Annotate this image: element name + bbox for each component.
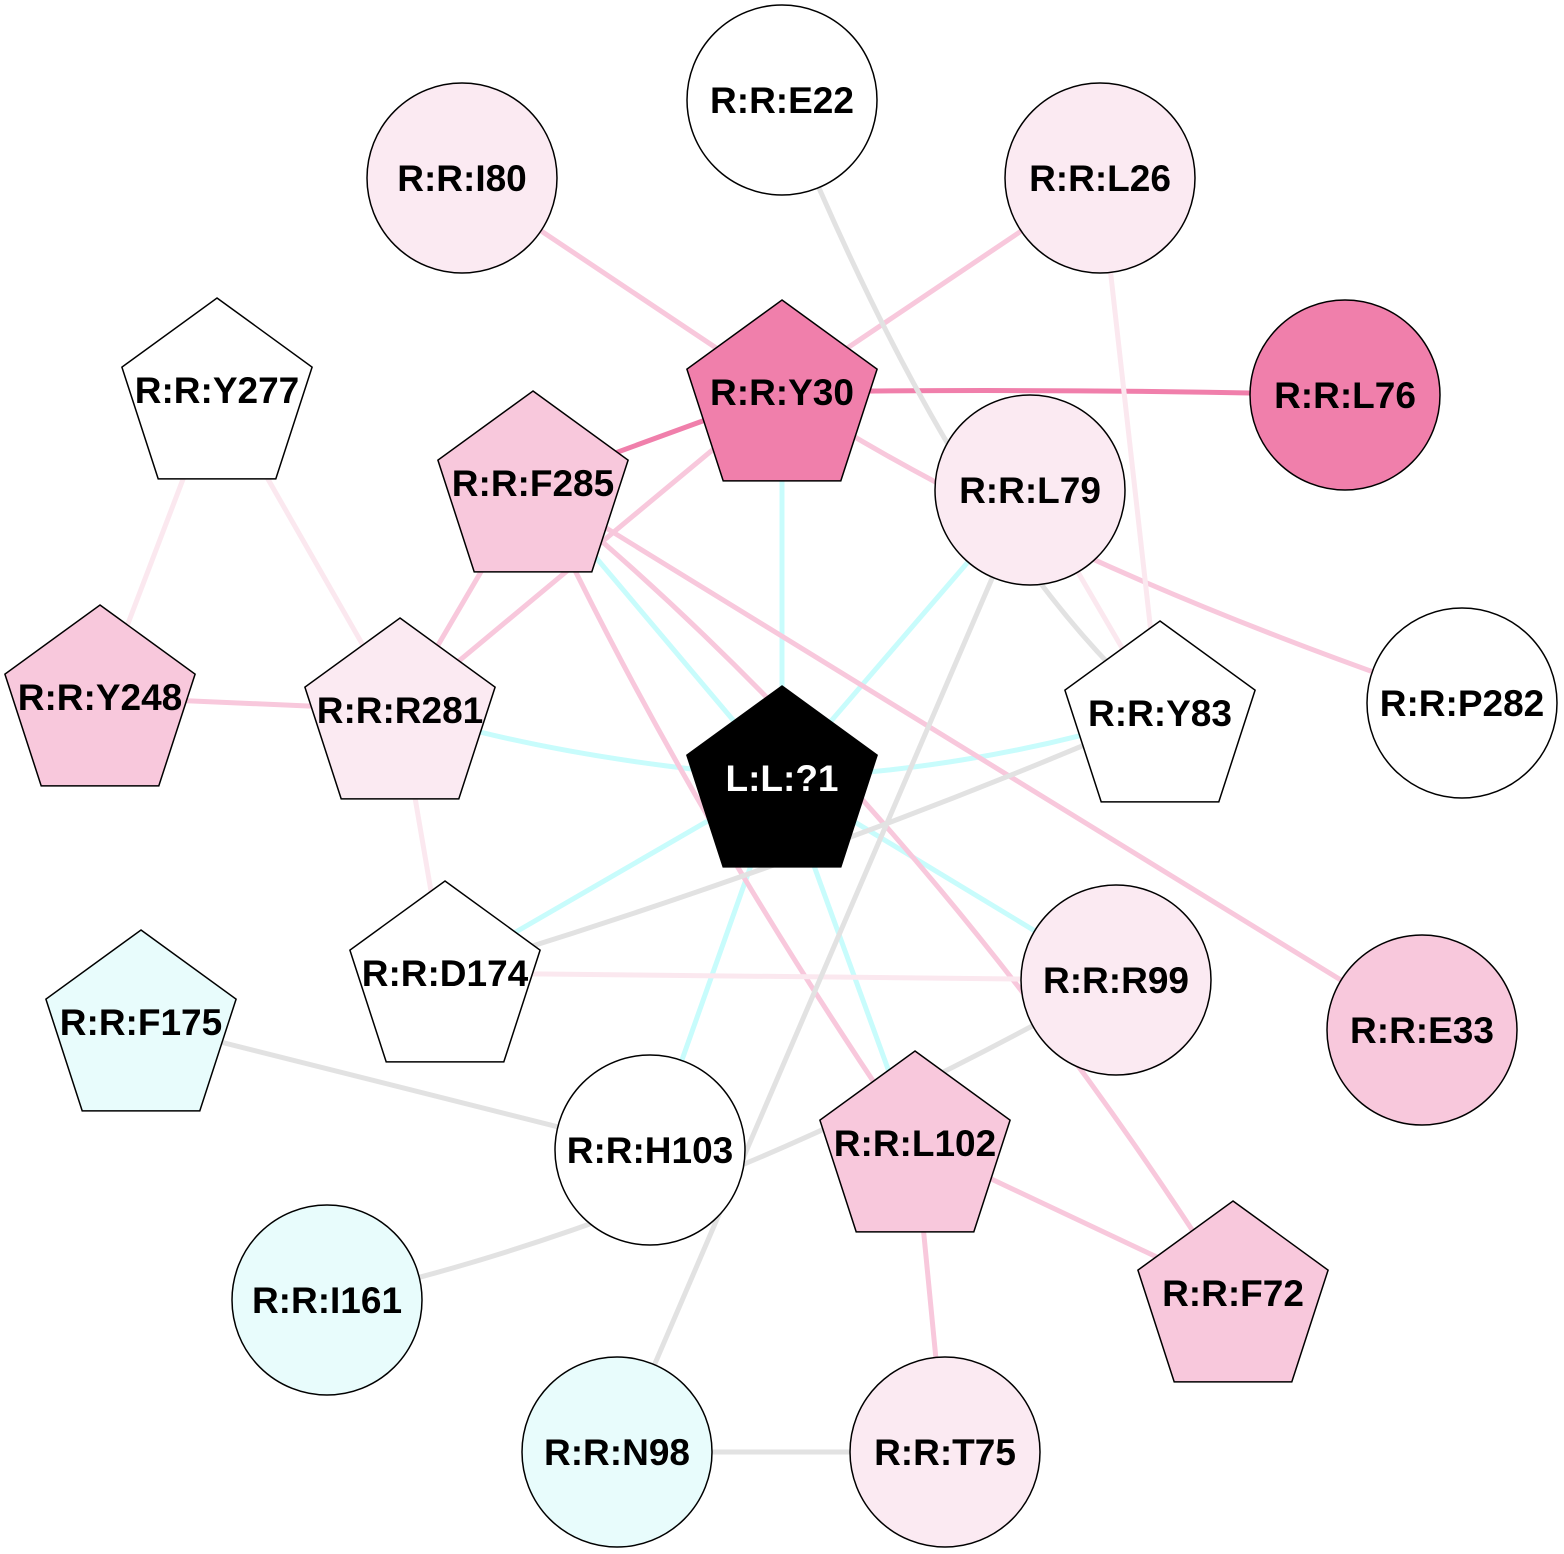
- node-rry30: R:R:Y30: [686, 299, 878, 482]
- node-circle-rrl76: [1249, 299, 1441, 491]
- node-label-rri161: R:R:I161: [252, 1280, 402, 1321]
- node-rrf285: R:R:F285: [437, 390, 629, 573]
- edge-RRL79-RRN98: [614, 487, 1033, 1455]
- node-label-rrp282: R:R:P282: [1380, 683, 1545, 724]
- node-rrh103: R:R:H103: [554, 1054, 746, 1246]
- node-label-rrl79: R:R:L79: [959, 470, 1101, 511]
- node-label-rre33: R:R:E33: [1350, 1010, 1494, 1051]
- node-pentagon-rry277: [121, 297, 313, 480]
- node-pentagon-rrr281: [304, 617, 496, 800]
- node-rre33: R:R:E33: [1326, 934, 1518, 1126]
- edge-RRD174-RRR99: [442, 970, 1119, 983]
- node-circle-rrl26: [1004, 82, 1196, 274]
- node-rry277: R:R:Y277: [121, 297, 313, 480]
- node-label-rrl102: R:R:L102: [834, 1123, 996, 1164]
- node-circle-rrp282: [1366, 607, 1558, 799]
- node-circle-rrh103: [554, 1054, 746, 1246]
- node-pentagon-rrf72: [1137, 1200, 1329, 1383]
- node-label-rrf72: R:R:F72: [1162, 1273, 1304, 1314]
- node-rrr281: R:R:R281: [304, 617, 496, 800]
- node-rrl102: R:R:L102: [819, 1050, 1011, 1233]
- node-pentagon-rrf175: [45, 929, 237, 1112]
- edge-RRF285-RRL102: [530, 480, 918, 1146]
- node-circle-rrl79: [934, 394, 1126, 586]
- node-rrt75: R:R:T75: [849, 1356, 1041, 1548]
- node-pentagon-rrd174: [349, 880, 541, 1063]
- node-label-rry83: R:R:Y83: [1088, 693, 1232, 734]
- node-rrf72: R:R:F72: [1137, 1200, 1329, 1383]
- node-pentagon-rrf285: [437, 390, 629, 573]
- node-rri161: R:R:I161: [231, 1204, 423, 1396]
- node-circle-rrn98: [521, 1356, 713, 1548]
- node-circle-rrr99: [1020, 884, 1212, 1076]
- node-pentagon-rrl102: [819, 1050, 1011, 1233]
- edge-RRF285-RRF72: [530, 480, 1236, 1296]
- node-rrl76: R:R:L76: [1249, 299, 1441, 491]
- node-rrp282: R:R:P282: [1366, 607, 1558, 799]
- node-circle-rre22: [686, 4, 878, 196]
- node-label-rrl76: R:R:L76: [1274, 375, 1416, 416]
- node-rry248: R:R:Y248: [4, 604, 196, 787]
- node-label-rrd174: R:R:D174: [362, 953, 529, 994]
- node-circle-rri80: [366, 82, 558, 274]
- node-rre22: R:R:E22: [686, 4, 878, 196]
- node-rrn98: R:R:N98: [521, 1356, 713, 1548]
- node-label-rrt75: R:R:T75: [874, 1432, 1016, 1473]
- node-label-rrr281: R:R:R281: [317, 690, 484, 731]
- node-label-rrn98: R:R:N98: [544, 1432, 690, 1473]
- node-ll1: L:L:?1: [686, 685, 878, 868]
- node-circle-rrt75: [849, 1356, 1041, 1548]
- node-rrd174: R:R:D174: [349, 880, 541, 1063]
- node-label-rrr99: R:R:R99: [1043, 960, 1189, 1001]
- node-label-ll1: L:L:?1: [725, 758, 838, 799]
- node-label-rre22: R:R:E22: [710, 80, 854, 121]
- node-rrr99: R:R:R99: [1020, 884, 1212, 1076]
- node-label-rry248: R:R:Y248: [18, 677, 183, 718]
- node-label-rry277: R:R:Y277: [135, 370, 300, 411]
- node-rrl26: R:R:L26: [1004, 82, 1196, 274]
- edge-RRF285-RRE33: [530, 480, 1425, 1033]
- node-rri80: R:R:I80: [366, 82, 558, 274]
- node-circle-rre33: [1326, 934, 1518, 1126]
- node-label-rry30: R:R:Y30: [710, 372, 854, 413]
- node-rrl79: R:R:L79: [934, 394, 1126, 586]
- node-label-rrl26: R:R:L26: [1029, 158, 1171, 199]
- node-pentagon-rry248: [4, 604, 196, 787]
- node-pentagon-rry83: [1064, 620, 1256, 803]
- node-pentagon-rry30: [686, 299, 878, 482]
- node-rry83: R:R:Y83: [1064, 620, 1256, 803]
- node-label-rrh103: R:R:H103: [567, 1130, 734, 1171]
- node-label-rrf175: R:R:F175: [60, 1002, 222, 1043]
- node-label-rrf285: R:R:F285: [452, 463, 614, 504]
- node-pentagon-ll1: [686, 685, 878, 868]
- node-label-rri80: R:R:I80: [397, 158, 527, 199]
- node-rrf175: R:R:F175: [45, 929, 237, 1112]
- node-circle-rri161: [231, 1204, 423, 1396]
